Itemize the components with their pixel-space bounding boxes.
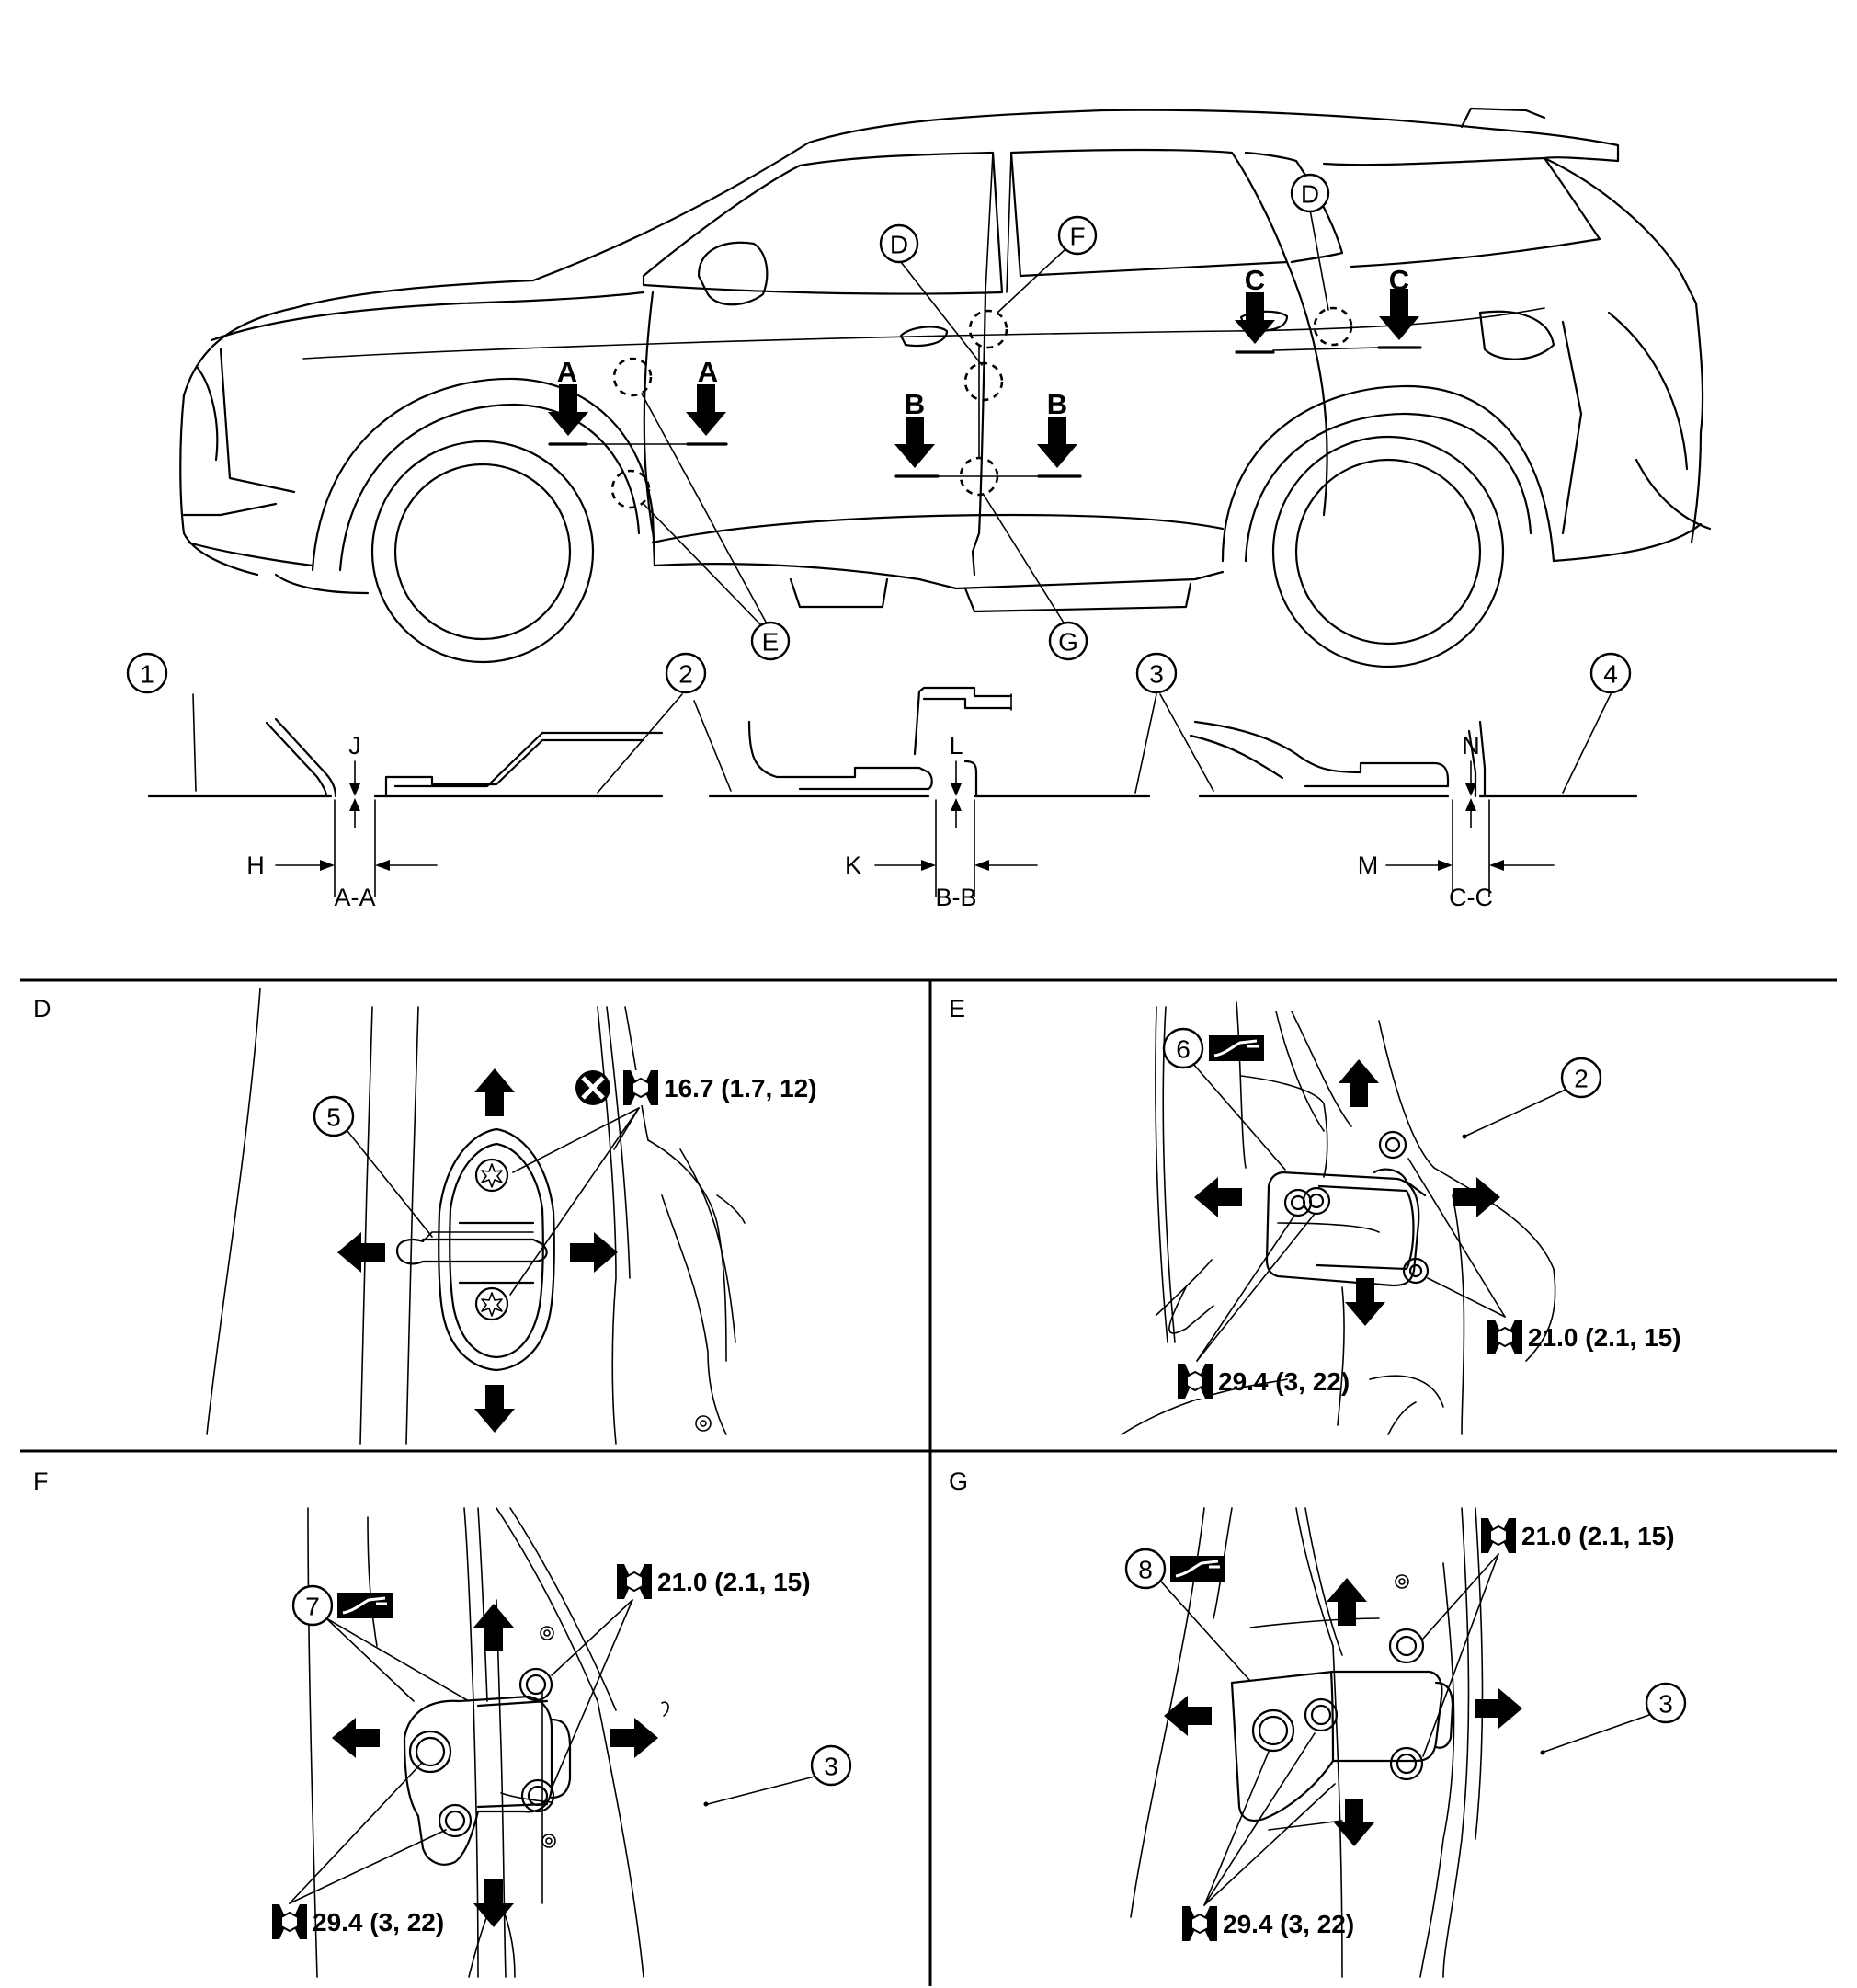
- svg-text:D: D: [1301, 180, 1319, 209]
- panel-label-e: E: [949, 995, 965, 1023]
- part-callout-3: 3: [1135, 652, 1178, 694]
- part-callout-5: 5: [313, 1095, 355, 1137]
- wrench-torque-icon: [1177, 1363, 1213, 1400]
- view-callout-d-rear: D: [1290, 173, 1330, 213]
- panel-d-striker: D 5: [33, 988, 817, 1445]
- section-bb: L K B-B: [693, 686, 1157, 911]
- section-name-bb: B-B: [935, 884, 976, 911]
- clearance-label-m: M: [1358, 851, 1379, 879]
- panel-label-d: D: [33, 995, 51, 1023]
- panel-label-g: G: [949, 1468, 968, 1495]
- torque-value-g-upper: 21.0 (2.1, 15): [1521, 1522, 1675, 1550]
- gap-label-j: J: [348, 732, 361, 760]
- svg-text:D: D: [890, 231, 908, 259]
- arrow-left-icon: [1194, 1177, 1242, 1217]
- svg-text:3: 3: [824, 1753, 838, 1781]
- arrow-left-icon: [332, 1718, 380, 1758]
- panel-f-rear-upper-hinge: F 7: [33, 1468, 852, 1978]
- panel-e-front-hinge: E 6: [949, 995, 1681, 1435]
- arrow-left-icon: [337, 1232, 385, 1273]
- arrow-up-icon: [474, 1068, 515, 1116]
- wrench-torque-icon: [271, 1903, 308, 1940]
- svg-text:F: F: [1069, 223, 1085, 251]
- grease-apply-icon: [1168, 1554, 1227, 1583]
- view-callout-g: G: [1048, 621, 1088, 661]
- part-callout-3-panel-g: 3: [1645, 1682, 1687, 1724]
- section-b-arrow-front: [894, 417, 935, 468]
- view-callout-d-front: D: [879, 223, 919, 264]
- svg-text:6: 6: [1176, 1035, 1191, 1064]
- hinge-location-e-upper: [612, 357, 653, 397]
- section-marker-a-front: A: [557, 356, 577, 388]
- section-name-cc: C-C: [1449, 884, 1493, 911]
- arrow-right-icon: [570, 1232, 618, 1273]
- section-b-arrow-rear: [1037, 417, 1077, 468]
- clearance-label-k: K: [845, 851, 861, 879]
- clearance-label-h: H: [246, 851, 265, 879]
- torque-value-f-lower: 29.4 (3, 22): [313, 1908, 444, 1937]
- section-cc: N M C-C: [1159, 693, 1638, 911]
- wrench-torque-icon: [1487, 1319, 1523, 1355]
- part-callout-3-panel-f: 3: [810, 1744, 852, 1787]
- svg-text:E: E: [762, 628, 780, 657]
- view-callout-f: F: [1057, 215, 1098, 256]
- wrench-torque-icon: [616, 1563, 653, 1600]
- striker-location-d-rear: [1313, 306, 1353, 347]
- svg-text:G: G: [1058, 628, 1078, 657]
- part-callout-2-panel-e: 2: [1560, 1057, 1602, 1099]
- svg-text:1: 1: [140, 660, 154, 689]
- section-marker-a-rear: A: [698, 356, 718, 388]
- section-marker-c-rear: C: [1389, 264, 1409, 296]
- section-marker-c-front: C: [1245, 264, 1265, 296]
- grease-apply-icon: [1207, 1034, 1266, 1063]
- wrench-torque-icon: [1181, 1905, 1218, 1942]
- svg-text:4: 4: [1603, 660, 1618, 689]
- part-callout-2: 2: [665, 652, 707, 694]
- section-name-aa: A-A: [334, 884, 375, 911]
- torque-value-e-upper: 21.0 (2.1, 15): [1528, 1323, 1681, 1352]
- grease-apply-icon: [336, 1591, 394, 1620]
- svg-text:5: 5: [326, 1103, 341, 1132]
- svg-text:8: 8: [1138, 1556, 1153, 1584]
- svg-text:7: 7: [305, 1593, 320, 1621]
- arrow-up-icon: [473, 1604, 514, 1651]
- torque-value-d: 16.7 (1.7, 12): [664, 1074, 817, 1103]
- wrench-torque-icon: [622, 1069, 659, 1106]
- section-marker-b-rear: B: [1047, 388, 1067, 420]
- gap-label-n: N: [1462, 732, 1480, 760]
- section-marker-b-front: B: [905, 388, 925, 420]
- part-callout-6: 6: [1162, 1027, 1204, 1069]
- section-c-arrow-rear: [1379, 289, 1419, 340]
- part-callout-8: 8: [1124, 1548, 1167, 1590]
- part-callout-7: 7: [291, 1584, 334, 1627]
- do-not-reuse-icon: [575, 1070, 610, 1105]
- arrow-down-icon: [474, 1385, 515, 1433]
- svg-text:3: 3: [1658, 1690, 1673, 1719]
- panel-label-f: F: [33, 1468, 49, 1495]
- vehicle-side-view: A A B B C C D F D E G: [179, 107, 1712, 668]
- hinge-location-e-lower: [610, 469, 651, 509]
- torque-value-g-lower: 29.4 (3, 22): [1223, 1910, 1354, 1938]
- arrow-up-icon: [1339, 1059, 1379, 1107]
- hinge-location-f: [968, 309, 1008, 349]
- striker-location-d-front: [963, 361, 1004, 402]
- svg-text:3: 3: [1149, 660, 1164, 689]
- wrench-torque-icon: [1480, 1517, 1517, 1554]
- arrow-down-icon: [473, 1879, 514, 1927]
- torque-value-e-lower: 29.4 (3, 22): [1218, 1367, 1350, 1396]
- part-callout-4: 4: [1589, 652, 1632, 694]
- gap-label-l: L: [949, 732, 963, 760]
- svg-text:2: 2: [1574, 1065, 1589, 1093]
- torque-value-f-upper: 21.0 (2.1, 15): [657, 1568, 811, 1596]
- panel-g-rear-lower-hinge: G 8: [949, 1468, 1687, 1978]
- section-aa: J H A-A: [147, 693, 683, 911]
- view-callout-e: E: [750, 621, 791, 661]
- section-a-arrow-rear: [686, 384, 726, 436]
- svg-text:2: 2: [678, 660, 693, 689]
- part-callout-1: 1: [126, 652, 168, 694]
- arrow-right-icon: [610, 1718, 658, 1758]
